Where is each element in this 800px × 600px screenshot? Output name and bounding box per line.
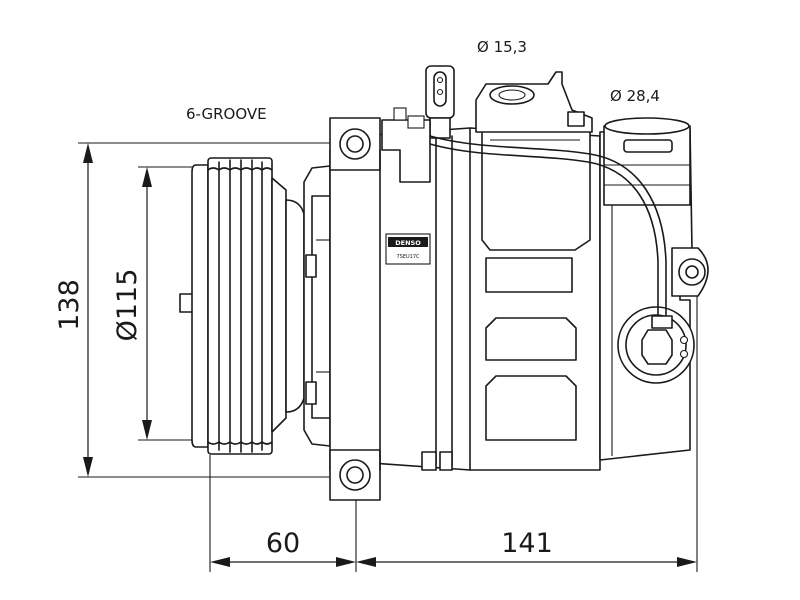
suction-port: Ø 28,4 [603, 87, 691, 206]
dimension-length-141: 141 [356, 290, 698, 572]
height-label: 138 [54, 279, 85, 331]
control-valve [617, 306, 695, 384]
brand-code: 7SEU17C [396, 254, 420, 260]
rear-housing [599, 127, 709, 461]
dimension-height-138: 138 [54, 142, 340, 478]
groove-label: 6-GROOVE [186, 105, 267, 123]
discharge-port: Ø 15,3 [475, 38, 593, 133]
front-housing [303, 165, 331, 447]
brand-name: DENSO [395, 239, 421, 247]
groove-callout: 6-GROOVE [186, 105, 267, 123]
compressor-body: DENSO 7SEU17C [329, 117, 601, 501]
pulley-diameter-label: Ø115 [112, 269, 143, 342]
offset-label: 60 [266, 528, 300, 559]
suction-port-label: Ø 28,4 [610, 87, 660, 105]
body-windows [485, 257, 577, 441]
dimension-offset-60: 60 [209, 455, 357, 572]
clutch-connector [381, 65, 673, 329]
discharge-port-label: Ø 15,3 [477, 38, 527, 56]
pulley [179, 157, 305, 455]
pulley-grooves [207, 159, 273, 453]
dimension-pulley-diameter: Ø115 [112, 166, 200, 441]
length-label: 141 [501, 528, 553, 559]
brand-plate: DENSO 7SEU17C [385, 233, 431, 265]
